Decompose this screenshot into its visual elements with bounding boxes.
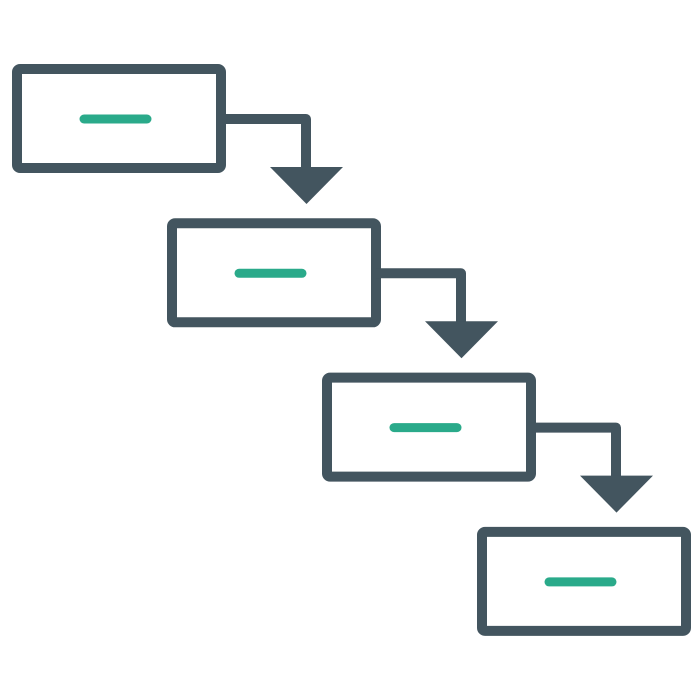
down-arrow-icon bbox=[270, 167, 343, 204]
down-arrow-icon bbox=[425, 321, 498, 359]
down-arrow-icon bbox=[580, 475, 653, 513]
connector-line bbox=[376, 268, 466, 327]
step-box bbox=[477, 526, 691, 636]
connector-line bbox=[221, 114, 311, 172]
connector-line bbox=[531, 422, 621, 481]
